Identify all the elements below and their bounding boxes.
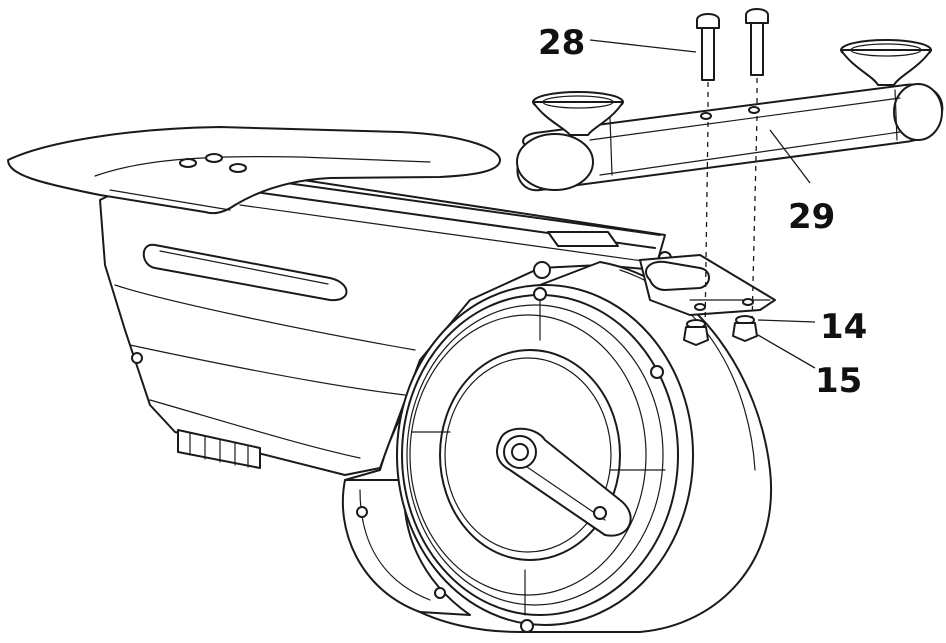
nut-right	[732, 322, 758, 342]
housing-slot	[142, 243, 348, 302]
leader-29	[769, 129, 811, 184]
top-square-tab	[547, 231, 619, 247]
seat-hole-1	[179, 158, 197, 168]
top-bolt	[533, 261, 551, 279]
assembly-guide-lines	[704, 78, 758, 331]
rear-bracket	[639, 254, 776, 316]
leveling-foot	[177, 429, 261, 469]
seat-hole-3	[229, 163, 247, 173]
leader-28	[589, 39, 697, 53]
callout-leaders	[589, 39, 816, 369]
seat-hole-2	[205, 153, 223, 163]
crank-arm	[496, 427, 632, 537]
seat-plate	[7, 126, 501, 215]
leader-15	[757, 334, 816, 369]
flywheel-assembly	[341, 251, 773, 633]
cup-foot-left	[532, 91, 624, 136]
callout-29: 29	[788, 197, 835, 237]
bolt-left	[696, 13, 720, 81]
stabilizer-endcap-rear	[893, 83, 943, 141]
stabilizer-endcap-front	[516, 133, 594, 191]
callout-15: 15	[815, 361, 862, 401]
side-screw	[131, 352, 143, 364]
stabilizer-bar-29	[516, 39, 944, 192]
callout-28: 28	[538, 23, 585, 63]
nuts-washers-14-15	[683, 315, 758, 346]
cup-foot-right	[840, 39, 932, 86]
housing-body	[99, 174, 666, 476]
bolts-28	[696, 8, 769, 81]
nut-left	[683, 326, 709, 346]
leader-14	[757, 319, 816, 323]
bolt-right	[745, 8, 769, 76]
callout-14: 14	[820, 307, 867, 347]
